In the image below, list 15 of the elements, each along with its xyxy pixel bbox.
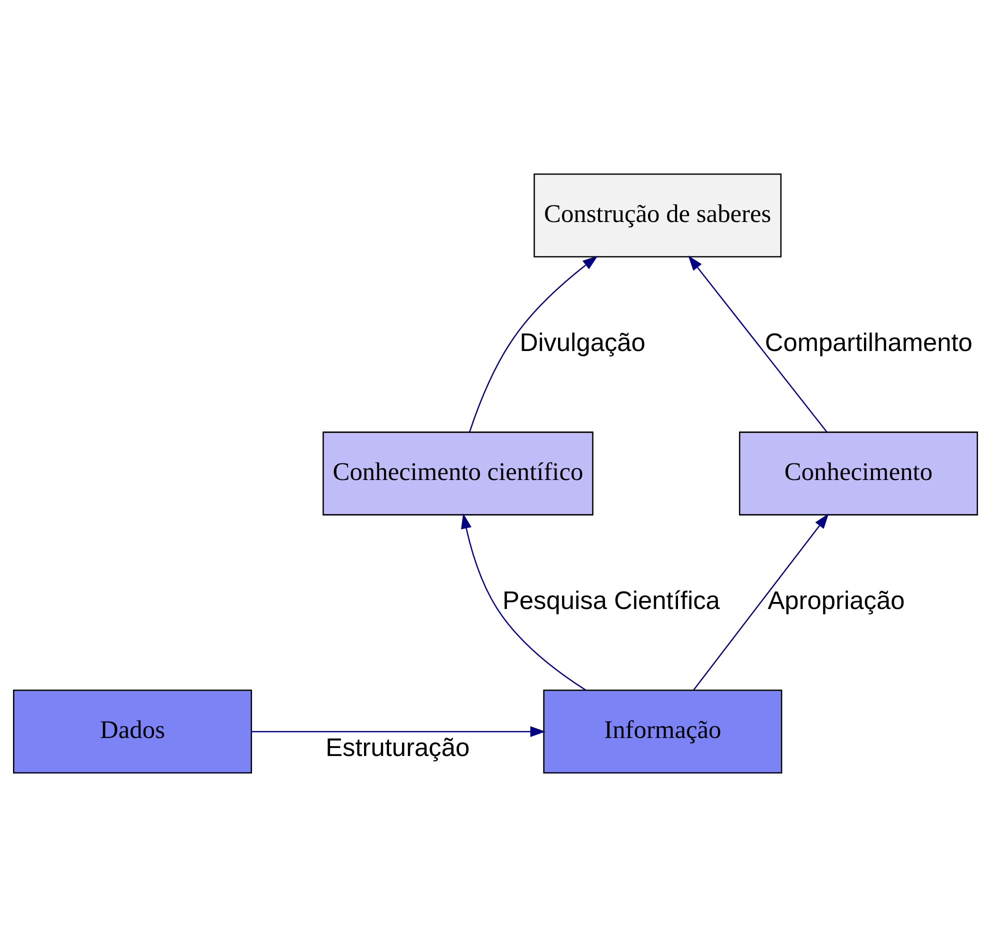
node-box: Informação — [543, 689, 782, 774]
node-box: Dados — [13, 689, 252, 774]
arrow — [469, 255, 598, 432]
edge-label: Compartilhamento — [764, 328, 972, 356]
arrow — [252, 726, 546, 736]
edge-label: Pesquisa Científica — [502, 586, 720, 614]
node-box: Conhecimento — [738, 431, 978, 515]
arrow — [688, 254, 828, 432]
arrow — [693, 513, 829, 690]
edge-label: Divulgação — [520, 328, 646, 356]
node-box: Conhecimento científico — [322, 431, 594, 515]
edge-label: Estruturação — [326, 733, 470, 762]
node-box: Construção de saberes — [534, 172, 782, 257]
arrow — [461, 512, 586, 690]
edge-label: Apropriação — [768, 586, 905, 614]
